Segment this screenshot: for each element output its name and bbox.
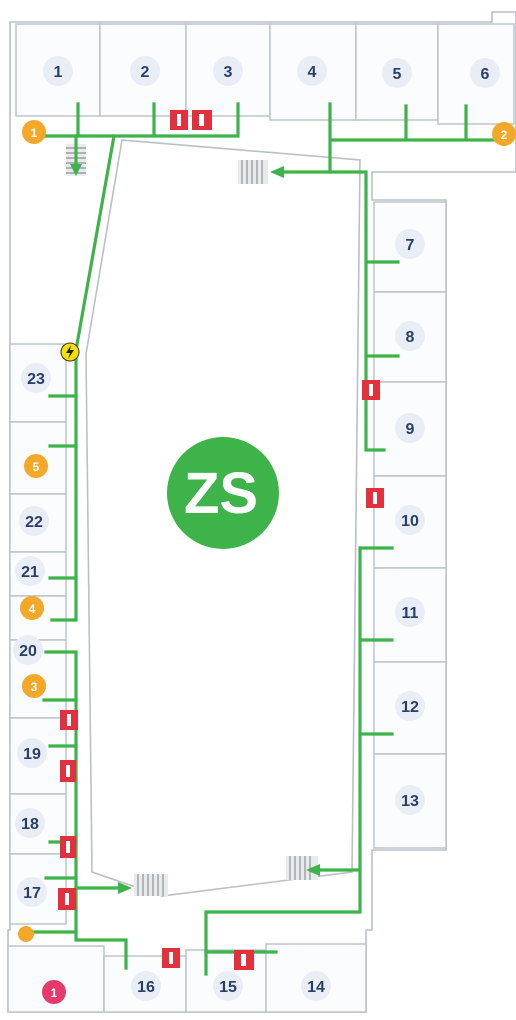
fire-extinguisher-icon — [58, 888, 76, 910]
staircases — [66, 144, 318, 896]
evacuation-route — [50, 134, 116, 622]
room-labels: 1 2 3 4 5 6 7 8 9 10 11 12 13 14 15 16 1… — [13, 56, 500, 1001]
room-label-7: 7 — [406, 237, 415, 254]
fire-extinguishers — [58, 110, 384, 970]
logo-text: ZS — [184, 461, 258, 526]
marker-label: 3 — [31, 680, 38, 694]
room-label-22: 22 — [25, 514, 43, 531]
room-label-9: 9 — [406, 421, 415, 438]
fire-extinguisher-icon — [192, 110, 212, 130]
room-label-20: 20 — [19, 643, 37, 660]
room-label-8: 8 — [406, 329, 415, 346]
marker-label: 1 — [31, 126, 38, 140]
room-label-2: 2 — [141, 64, 150, 81]
room-label-6: 6 — [481, 66, 490, 83]
marker-circle — [42, 980, 66, 1004]
evacuation-route — [28, 102, 240, 138]
room-label-12: 12 — [401, 699, 419, 716]
room-label-19: 19 — [23, 746, 41, 763]
marker-label: 4 — [29, 602, 36, 616]
marker-label: 1 — [51, 986, 58, 1000]
room-label-23: 23 — [27, 371, 45, 388]
room-label-11: 11 — [402, 605, 419, 622]
staircase-icon — [238, 160, 268, 184]
marker-label: 5 — [33, 460, 40, 474]
fire-extinguisher-icon — [60, 760, 76, 782]
room-label-4: 4 — [308, 64, 317, 81]
evacuation-route — [204, 546, 394, 976]
marker-circle — [22, 120, 46, 144]
marker-circle — [18, 926, 34, 942]
fire-extinguisher-icon — [362, 380, 380, 400]
room-label-17: 17 — [23, 885, 41, 902]
evacuation-route-arrow — [270, 166, 284, 178]
fire-extinguisher-icon — [366, 488, 384, 508]
location-markers: 1 2 3 4 5 1 — [18, 120, 516, 1004]
electric-hazard-icon — [60, 342, 80, 362]
evacuation-route — [328, 102, 502, 174]
evacuation-route-arrow — [70, 164, 82, 176]
zs-logo: ZS — [167, 437, 279, 549]
room-label-3: 3 — [224, 64, 233, 81]
room-label-15: 15 — [219, 979, 237, 996]
staircase-icon — [134, 874, 168, 896]
evacuation-route — [48, 394, 78, 580]
fire-extinguisher-icon — [60, 710, 78, 730]
fire-extinguisher-icon — [234, 950, 254, 970]
room-label-16: 16 — [137, 979, 155, 996]
fire-extinguisher-icon — [170, 110, 188, 130]
fire-extinguisher-icon — [162, 948, 180, 968]
room-label-10: 10 — [401, 513, 419, 530]
evacuation-route — [280, 170, 400, 452]
fire-extinguisher-icon — [60, 836, 76, 858]
evacuation-route — [44, 650, 128, 970]
marker-circle — [492, 122, 516, 146]
room-label-1: 1 — [54, 64, 63, 81]
marker-circle — [22, 674, 46, 698]
room-label-14: 14 — [307, 979, 325, 996]
marker-label: 2 — [501, 128, 508, 142]
evacuation-route-arrow — [306, 864, 320, 876]
room-label-21: 21 — [21, 564, 39, 581]
marker-circle — [20, 596, 44, 620]
evacuation-route-arrow — [118, 882, 132, 894]
room-label-13: 13 — [401, 793, 419, 810]
room-label-18: 18 — [21, 816, 39, 833]
room-label-5: 5 — [393, 66, 402, 83]
marker-circle — [24, 454, 48, 478]
